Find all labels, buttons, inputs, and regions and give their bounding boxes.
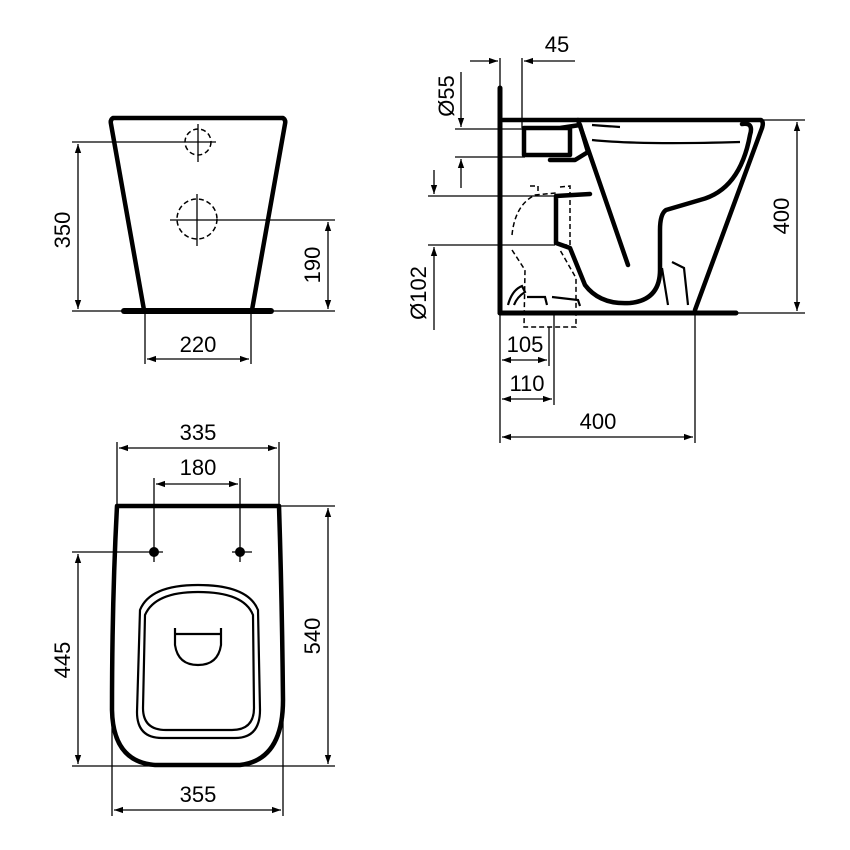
dim-label-540: 540: [300, 618, 325, 655]
dim-label-445: 445: [50, 642, 75, 679]
bowl-outer-outline: [500, 117, 766, 313]
dim-label-220: 220: [180, 332, 217, 357]
dim-label-335: 335: [180, 420, 217, 445]
top-view: 335 180 540 445 355: [50, 420, 335, 816]
dim-label-400-depth: 400: [580, 409, 617, 434]
seat-inner: [141, 590, 256, 732]
dim-label-d102: Ø102: [406, 266, 431, 320]
outlet-hole-icon: [170, 194, 335, 246]
dim-label-105: 105: [507, 332, 544, 357]
top-body-outline: [109, 503, 286, 768]
outlet-pipe-dashed: [511, 185, 577, 328]
dim-label-190: 190: [300, 247, 325, 284]
dim-label-45: 45: [545, 32, 569, 57]
water-line: [591, 123, 741, 145]
inlet-hole-icon: [72, 124, 216, 162]
dim-label-355: 355: [180, 782, 217, 807]
seat-outer: [135, 583, 262, 740]
rear-body-outline: [108, 115, 288, 313]
inlet-connector: [521, 122, 591, 163]
rear-view: 350 190 220: [50, 115, 335, 364]
dim-label-110: 110: [509, 371, 544, 396]
base-detail: [506, 261, 690, 307]
dim-label-d55: Ø55: [434, 75, 459, 117]
bowl-opening: [173, 628, 223, 667]
side-view: 45 Ø55 Ø102 400 105 110 400: [406, 32, 805, 443]
dim-label-400-height: 400: [769, 198, 794, 235]
dim-label-180: 180: [180, 455, 217, 480]
dim-label-350: 350: [50, 212, 75, 249]
